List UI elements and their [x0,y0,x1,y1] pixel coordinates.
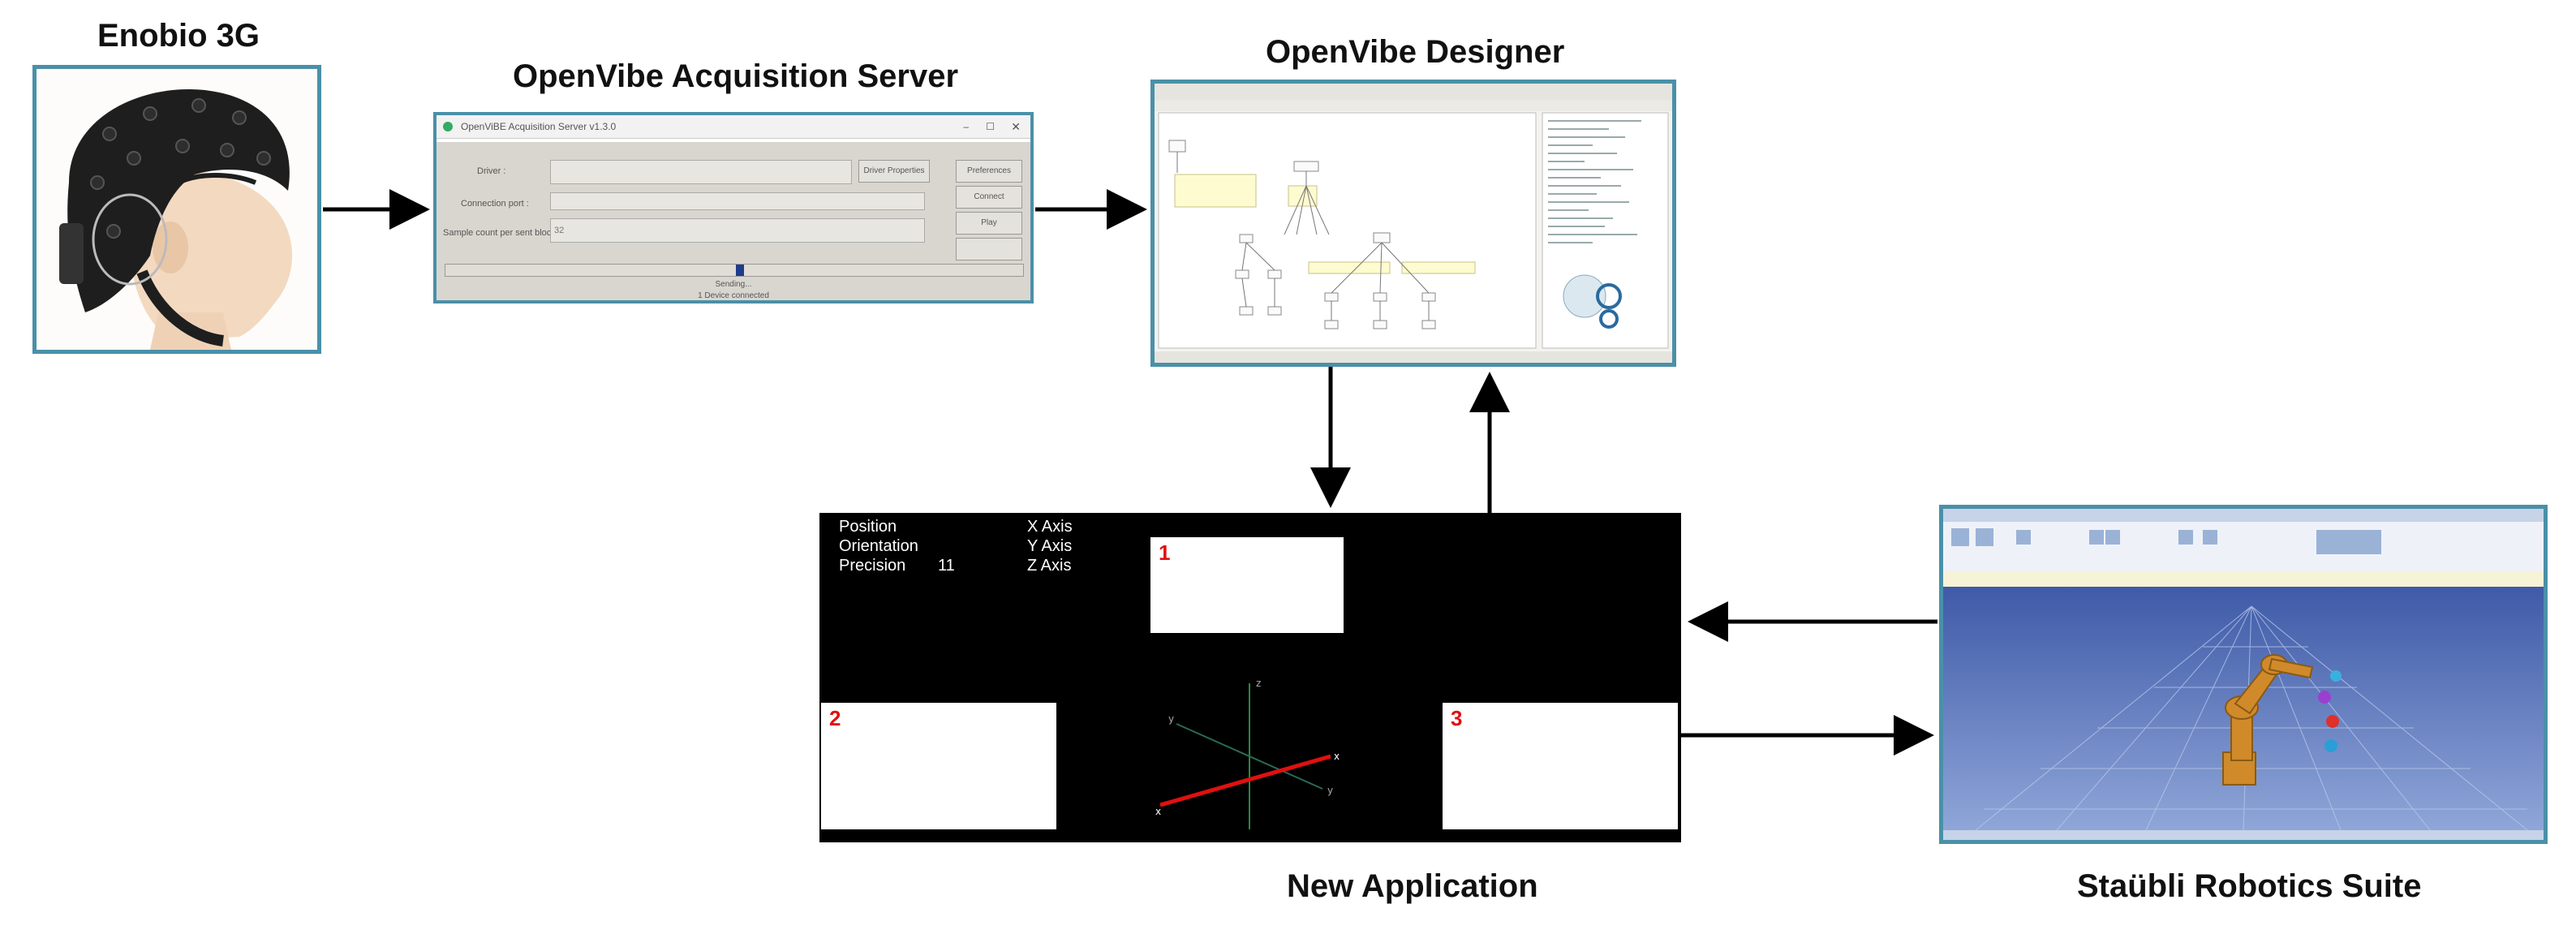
driver-properties-button[interactable]: Driver Properties [858,160,930,183]
target-box-1[interactable]: 1 [1150,537,1344,633]
window-body: Driver : Connection port : Sample count … [437,142,1030,300]
window-title: OpenViBE Acquisition Server v1.3.0 [461,121,617,132]
driver-select[interactable] [550,160,852,184]
driver-label: Driver : [477,166,506,176]
play-button[interactable]: Play [956,212,1022,235]
acquisition-server-label: OpenVibe Acquisition Server [513,58,959,94]
connection-port-field[interactable] [550,192,925,210]
z-axis-text: Z Axis [1027,557,1072,575]
precision-value: 11 [938,557,955,575]
headset-illustration [59,88,292,350]
progress-bar [445,264,1024,277]
staubli-label: Staübli Robotics Suite [2077,868,2422,904]
svg-text:y: y [1327,785,1333,796]
target-box-3-number: 3 [1451,706,1463,730]
target-box-1-number: 1 [1159,540,1171,565]
preferences-button[interactable]: Preferences [956,160,1022,183]
new-application-label: New Application [1287,868,1538,904]
staubli-window [1939,505,2548,844]
progress-marker [736,265,744,276]
staubli-screenshot [1943,509,2544,840]
orientation-text: Orientation [839,537,918,555]
x-axis-text: X Axis [1027,518,1073,536]
window-title-bar: OpenViBE Acquisition Server v1.3.0 ✕ ☐ – [437,115,1030,139]
sample-count-value: 32 [554,226,565,235]
app-icon [443,122,453,131]
svg-text:z: z [1256,678,1261,689]
minimize-icon[interactable]: – [963,121,969,132]
designer-window [1150,80,1676,367]
sample-count-label: Sample count per sent block : [443,228,561,238]
target-box-2[interactable]: 2 [821,703,1056,829]
enobio-label: Enobio 3G [97,18,260,54]
designer-label: OpenVibe Designer [1266,34,1565,70]
sample-count-field[interactable]: 32 [550,218,925,243]
enobio-headset-image [32,65,321,354]
acquisition-server-window: OpenViBE Acquisition Server v1.3.0 ✕ ☐ –… [433,112,1034,304]
target-box-2-number: 2 [829,706,841,730]
stop-button[interactable] [956,238,1022,260]
target-box-3[interactable]: 3 [1443,703,1678,829]
axis-gizmo: z y y x x [1155,678,1340,829]
svg-text:x: x [1155,806,1161,817]
position-text: Position [839,518,897,536]
maximize-icon[interactable]: ☐ [986,121,995,132]
connect-button[interactable]: Connect [956,186,1022,209]
new-application-screen: Position Orientation Precision 11 X Axis… [819,513,1681,842]
connection-port-label: Connection port : [461,199,529,209]
y-axis-text: Y Axis [1027,537,1073,555]
svg-text:y: y [1168,713,1174,725]
status-text: Sending... [715,280,752,289]
precision-text: Precision [839,557,906,575]
designer-screenshot [1155,84,1672,363]
close-icon[interactable]: ✕ [1011,120,1021,133]
svg-text:x: x [1334,751,1340,762]
device-status-text: 1 Device connected [698,291,769,300]
